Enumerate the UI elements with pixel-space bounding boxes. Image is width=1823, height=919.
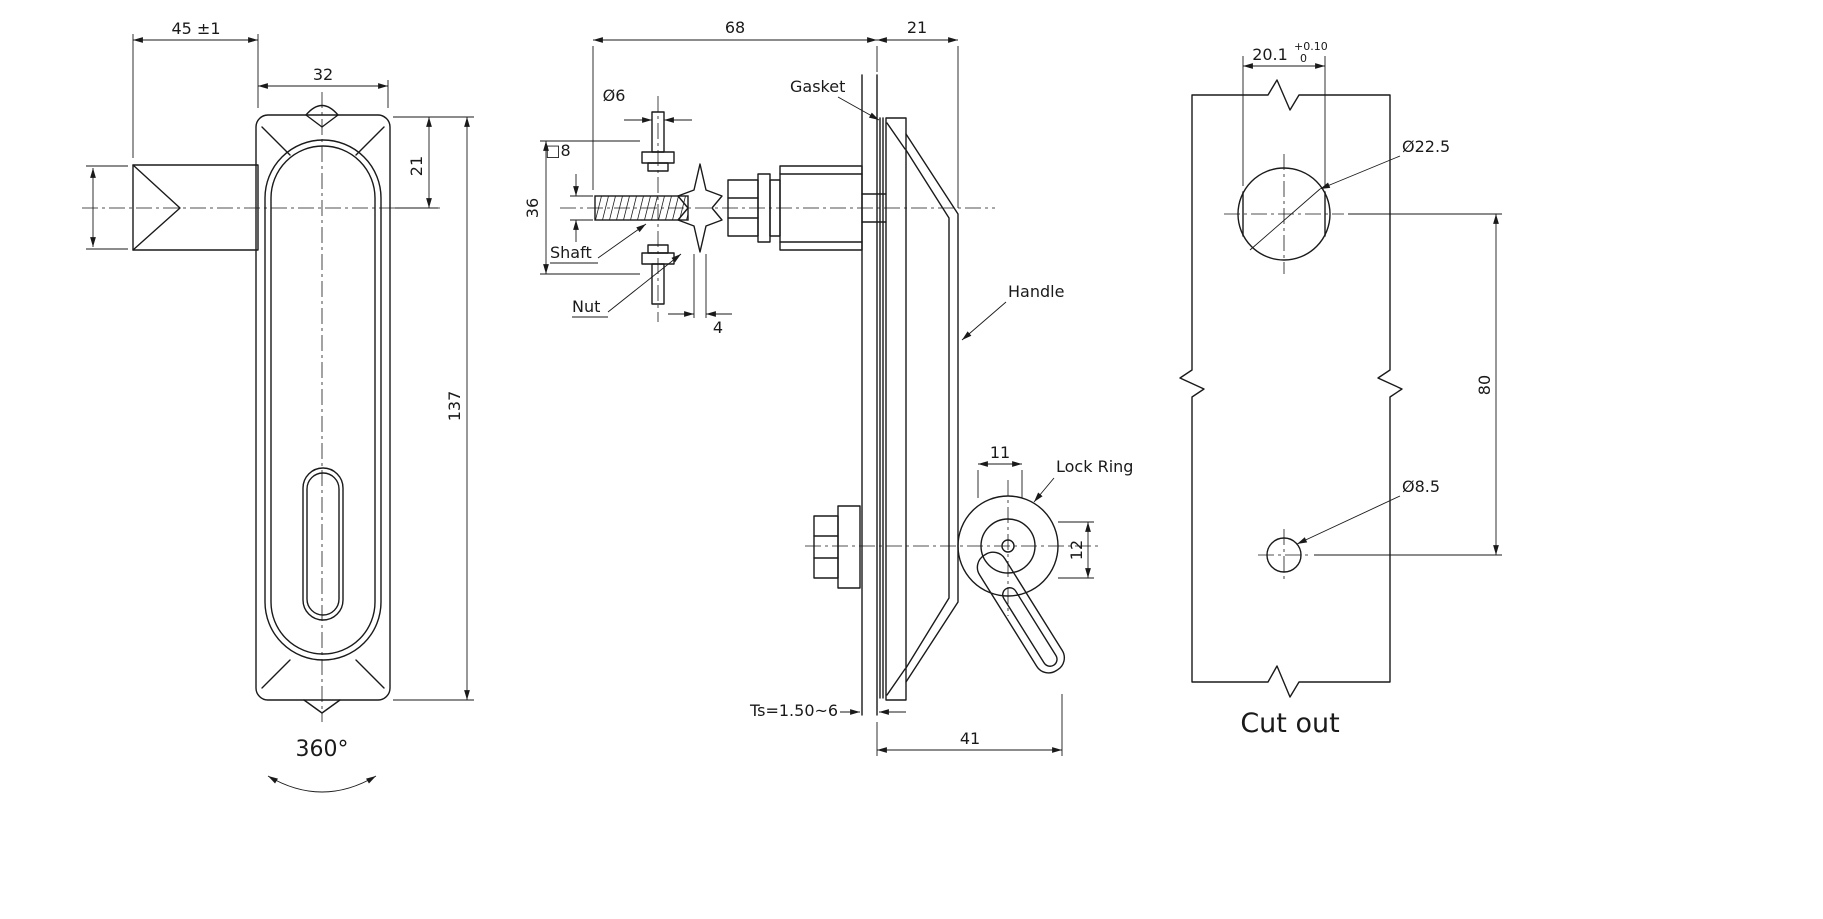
recess-inner-outline <box>270 145 376 655</box>
dim-12-label: 12 <box>1067 540 1086 560</box>
nut-label: Nut <box>572 297 600 316</box>
dimension-d6: Ø6 <box>603 86 692 123</box>
grip-slot-inner <box>306 472 340 616</box>
fixing-stud-bottom <box>641 244 675 305</box>
dim-41-label: 41 <box>960 729 980 748</box>
folded-lever <box>976 551 1066 674</box>
side-view: 68 21 Gasket <box>523 18 1133 756</box>
tol-upper-label: +0.10 <box>1294 40 1328 53</box>
panel-bolt <box>813 505 861 589</box>
dimension-80: 80 <box>1314 213 1502 556</box>
handle-label: Handle <box>1008 282 1064 301</box>
dim-11-label: 11 <box>990 443 1010 462</box>
dim-sq8-label: □8 <box>545 141 570 160</box>
callout-d22-5: Ø22.5 <box>1249 137 1450 251</box>
panel-outline-with-breaks <box>1179 79 1403 698</box>
dimension-137: 137 <box>393 117 474 701</box>
cutout-caption: Cut out <box>1240 708 1339 739</box>
top-dome <box>305 104 339 116</box>
cutout-view: 20.1 +0.10 0 Ø22.5 80 Ø8.5 Cut out <box>1179 40 1502 739</box>
dimension-21-side: 21 <box>877 18 959 208</box>
dimension-4: 4 <box>668 254 732 337</box>
dim-80-label: 80 <box>1475 375 1494 395</box>
dimension-panel-thickness: Ts=1.50~6 <box>749 701 906 720</box>
lock-ring <box>957 495 1059 597</box>
dim-137-label: 137 <box>445 391 464 422</box>
dim-36-label: 36 <box>523 198 542 218</box>
tol-lower-label: 0 <box>1300 52 1307 65</box>
front-view: 45 ±1 32 21 137 360° <box>82 19 474 793</box>
dim-68-label: 68 <box>725 18 745 37</box>
pivot-pin <box>1001 539 1015 553</box>
small-hole <box>1258 529 1310 581</box>
dim-21-side-label: 21 <box>907 18 927 37</box>
dim-d22-5-label: Ø22.5 <box>1402 137 1450 156</box>
rotation-arc-arrow <box>267 775 377 793</box>
rotation-label: 360° <box>296 737 349 762</box>
dimension-41: 41 <box>876 694 1063 756</box>
callout-d8-5: Ø8.5 <box>1296 477 1440 545</box>
dimension-sq8: □8 <box>545 141 593 242</box>
dimension-11: 11 <box>977 443 1023 498</box>
dimension-68: 68 <box>592 18 878 190</box>
latch-tongue <box>132 164 259 251</box>
dim-ts-label: Ts=1.50~6 <box>749 701 838 720</box>
fixing-stud-top <box>641 111 675 172</box>
lock-ring-label: Lock Ring <box>1056 457 1133 476</box>
hex-nut <box>727 179 759 237</box>
handle-body-front <box>255 104 391 714</box>
recess-outline <box>264 139 382 661</box>
nut-callout: Nut <box>572 253 682 318</box>
dim-21-front-label: 21 <box>407 156 426 176</box>
dimension-12: 12 <box>1058 521 1094 579</box>
dimension-32: 32 <box>258 65 389 108</box>
grip-slot <box>302 467 344 621</box>
dim-d6-label: Ø6 <box>603 86 626 105</box>
dim-d8-5-label: Ø8.5 <box>1402 477 1440 496</box>
handle-callout: Handle <box>961 282 1064 341</box>
gasket-callout: Gasket <box>790 77 880 121</box>
main-hole <box>1224 154 1344 274</box>
dimension-36: 36 <box>523 140 640 275</box>
dim-32-label: 32 <box>313 65 333 84</box>
lock-ring-callout: Lock Ring <box>1033 457 1133 503</box>
dimension-45: 45 ±1 <box>132 19 259 158</box>
gasket-label: Gasket <box>790 77 845 96</box>
mounting-panel <box>861 74 878 716</box>
handle-side-profile <box>861 117 959 701</box>
shaft-callout: Shaft <box>550 223 647 264</box>
rotation-360: 360° <box>267 737 377 793</box>
dim-20-1-label: 20.1 <box>1252 45 1288 64</box>
dimension-21-front: 21 <box>393 116 474 209</box>
dim-4-label: 4 <box>713 318 723 337</box>
threaded-bushing <box>779 165 863 251</box>
dim-45-label: 45 ±1 <box>171 19 220 38</box>
dimension-20-1: 20.1 +0.10 0 <box>1242 40 1328 186</box>
gasket <box>879 117 884 699</box>
cam-star-washer <box>677 163 723 253</box>
shaft-label: Shaft <box>550 243 592 262</box>
dimension-latch-height <box>86 165 128 250</box>
square-shaft <box>594 195 689 221</box>
